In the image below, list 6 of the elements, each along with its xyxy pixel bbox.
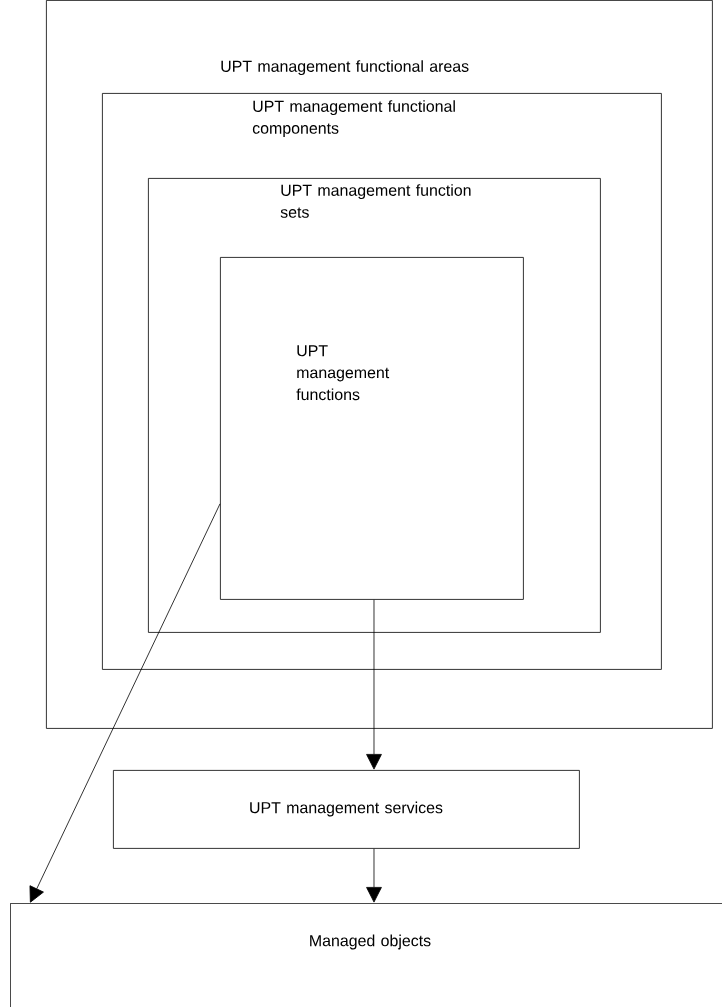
object-box: Managed objects (10, 903, 722, 1007)
function-box: UPT management functions (220, 257, 524, 600)
arrow (366, 848, 382, 903)
arrow (366, 599, 382, 770)
service-box: UPT management services (113, 770, 580, 849)
arrow (29, 503, 221, 903)
